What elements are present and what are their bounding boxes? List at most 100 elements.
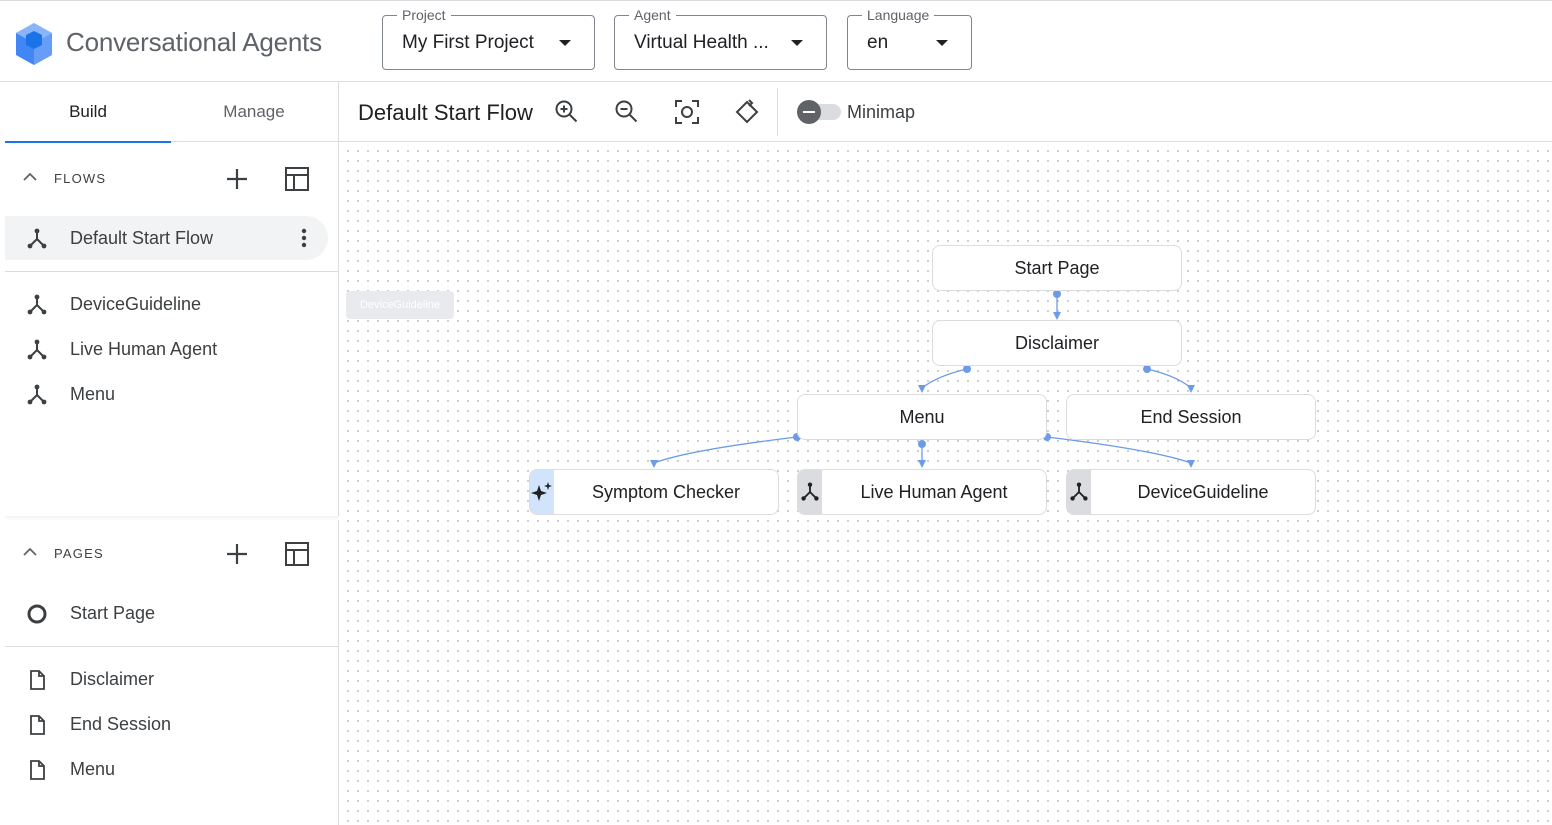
flow-item-deviceguideline[interactable]: DeviceGuideline: [5, 282, 339, 326]
section-separator: [5, 516, 339, 520]
toolbar-divider: [777, 88, 778, 136]
build-manage-tabs: Build Manage: [5, 82, 339, 143]
page-item-disclaimer[interactable]: Disclaimer: [5, 657, 339, 701]
page-icon: [30, 715, 45, 735]
language-select[interactable]: Language en: [847, 7, 972, 70]
minimap-toggle-knob: [797, 100, 821, 124]
flows-section-header: FLOWS: [5, 148, 339, 208]
agent-select-label: Agent: [629, 7, 676, 23]
flow-icon: [27, 384, 47, 405]
project-select[interactable]: Project My First Project: [382, 7, 595, 70]
chevron-down-icon: [559, 40, 571, 46]
pages-section-header: PAGES: [5, 523, 339, 583]
zoom-in-icon[interactable]: [553, 98, 581, 126]
edge-menu-device: [1046, 436, 1192, 464]
project-select-value: My First Project: [402, 32, 534, 53]
page-item-label: Start Page: [70, 603, 156, 623]
start-page-icon: [27, 604, 47, 624]
flow-item-label: DeviceGuideline: [70, 294, 202, 314]
conversational-agents-logo-icon: [16, 23, 52, 65]
flow-icon: [27, 228, 47, 249]
edge-source-dot: [963, 365, 971, 373]
node-deviceguideline[interactable]: DeviceGuideline: [1066, 469, 1316, 515]
flow-item-label: Live Human Agent: [70, 339, 218, 359]
pages-section-title: PAGES: [54, 546, 104, 561]
language-select-value: en: [867, 32, 889, 53]
edge-menu-symptom: [653, 436, 798, 464]
chevron-up-icon[interactable]: [22, 170, 38, 182]
minimap-label: Minimap: [847, 102, 916, 122]
app-title: Conversational Agents: [66, 27, 322, 57]
flows-table-view-icon[interactable]: [284, 166, 310, 192]
node-type-indicator: [1067, 470, 1091, 514]
node-label: DeviceGuideline: [1137, 482, 1269, 502]
page-item-menu[interactable]: Menu: [5, 747, 339, 791]
flow-canvas[interactable]: DeviceGuideline Start Page Disclaimer Me: [339, 142, 1552, 825]
node-symptom-checker[interactable]: Symptom Checker: [529, 469, 779, 515]
pages-table-view-icon[interactable]: [284, 541, 310, 567]
node-type-indicator: [530, 470, 554, 514]
node-end-session[interactable]: End Session: [1066, 394, 1316, 440]
page-item-label: Disclaimer: [70, 669, 155, 689]
flow-item-default-start-flow[interactable]: Default Start Flow: [5, 216, 328, 260]
edge-arrowhead: [1187, 385, 1195, 393]
canvas-toolbar: Default Start Flow Minimap: [339, 82, 1552, 142]
flow-icon: [801, 482, 819, 501]
language-select-label: Language: [862, 7, 935, 23]
flow-icon: [1070, 482, 1088, 501]
add-flow-icon[interactable]: [224, 166, 250, 192]
node-start-page[interactable]: Start Page: [932, 245, 1182, 291]
page-item-label: Menu: [70, 759, 116, 779]
divider: [5, 646, 339, 647]
edge-source-dot: [1143, 365, 1151, 373]
project-select-label: Project: [397, 7, 451, 23]
chevron-up-icon[interactable]: [22, 545, 38, 557]
flow-edges: [650, 290, 1195, 468]
edge-arrowhead: [918, 460, 926, 468]
fit-to-screen-icon[interactable]: [673, 98, 701, 126]
reset-layout-icon[interactable]: [733, 98, 761, 126]
drag-ghost-label: DeviceGuideline: [346, 291, 454, 319]
chevron-down-icon: [936, 40, 948, 46]
node-menu[interactable]: Menu: [797, 394, 1047, 440]
edge-arrowhead: [650, 460, 658, 468]
flow-item-live-human-agent[interactable]: Live Human Agent: [5, 327, 339, 371]
page-item-end-session[interactable]: End Session: [5, 702, 339, 746]
edge-disclaimer-menu: [921, 368, 968, 389]
node-label: Symptom Checker: [591, 482, 741, 502]
flow-title: Default Start Flow: [358, 100, 533, 125]
minimap-toggle[interactable]: [797, 100, 843, 124]
page-item-start-page[interactable]: Start Page: [5, 591, 339, 635]
tab-manage[interactable]: Manage: [223, 102, 285, 121]
edge-arrowhead: [1187, 460, 1195, 468]
zoom-out-icon[interactable]: [613, 98, 641, 126]
page-icon: [30, 760, 45, 780]
top-app-bar: Conversational Agents Project My First P…: [0, 0, 1552, 82]
node-disclaimer[interactable]: Disclaimer: [932, 320, 1182, 366]
left-panel: Build Manage FLOWS Default Start Flow De…: [0, 82, 339, 825]
node-type-indicator: [798, 470, 822, 514]
chevron-down-icon: [791, 40, 803, 46]
edge-disclaimer-end: [1146, 368, 1192, 389]
page-icon: [30, 670, 45, 690]
more-vert-icon[interactable]: [292, 226, 316, 250]
flow-item-label: Menu: [70, 384, 116, 404]
agent-select[interactable]: Agent Virtual Health ...: [614, 7, 827, 70]
node-label: Live Human Agent: [860, 482, 1008, 502]
page-item-label: End Session: [70, 714, 172, 734]
add-page-icon[interactable]: [224, 541, 250, 567]
divider: [5, 271, 339, 272]
node-live-human-agent[interactable]: Live Human Agent: [797, 469, 1047, 515]
flow-icon: [27, 339, 47, 360]
edge-arrowhead: [918, 385, 926, 393]
flow-item-label: Default Start Flow: [70, 228, 214, 248]
sparkle-icon: [531, 482, 552, 501]
flow-icon: [27, 294, 47, 315]
agent-select-value: Virtual Health ...: [634, 32, 769, 53]
edge-arrowhead: [1053, 312, 1061, 320]
flow-item-menu[interactable]: Menu: [5, 372, 339, 416]
edge-source-dot: [1053, 290, 1061, 298]
edge-source-dot: [918, 440, 926, 448]
tab-build[interactable]: Build: [5, 82, 171, 143]
flows-section-title: FLOWS: [54, 171, 107, 186]
